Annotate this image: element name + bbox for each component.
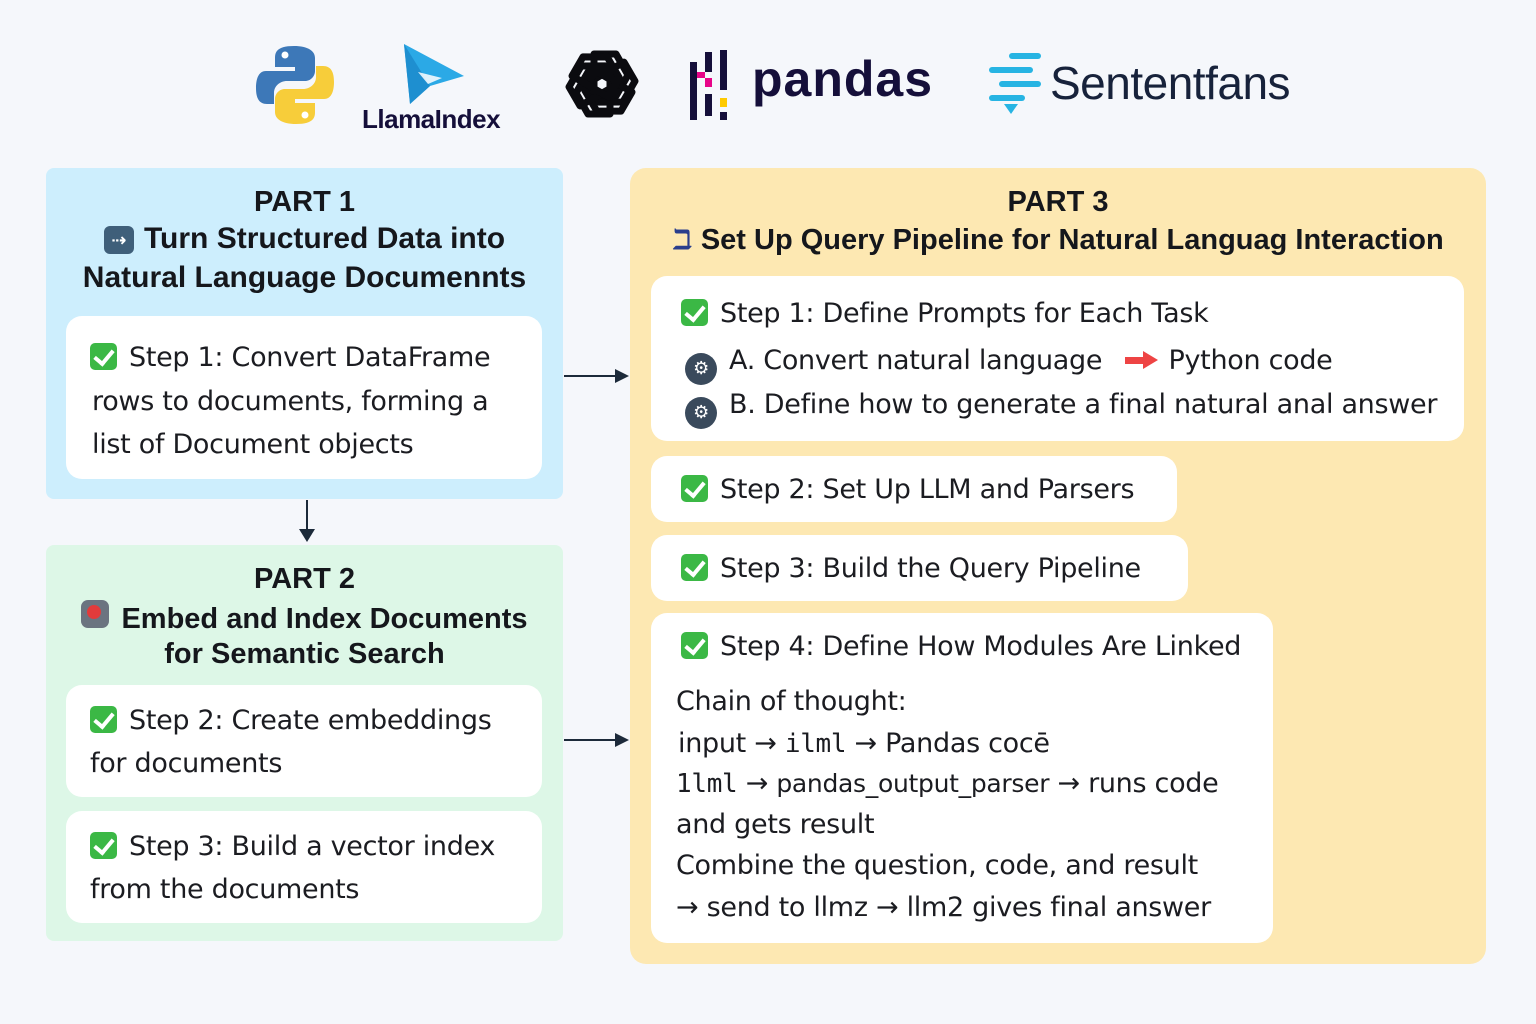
step1-line1: Step 1: Convert DataFrame (90, 342, 491, 373)
chain-heading: Chain of thought: (676, 686, 907, 717)
part2-step2-card: Step 2: Create embeddings for documents (66, 685, 542, 797)
p3-step2: Step 2: Set Up LLM and Parsers (681, 474, 1135, 505)
arrow-head-right-icon (615, 733, 629, 747)
part2-panel: PART 2 Embed and Index Documents for Sem… (46, 545, 563, 941)
check-icon (681, 475, 708, 502)
arrow-part2-to-part3 (564, 739, 618, 741)
chain-line2: 1lml → pandas_output_parser → runs code (676, 768, 1219, 799)
p3-step4-title: Step 4: Define How Modules Are Linked (681, 631, 1241, 662)
part3-step2-card: Step 2: Set Up LLM and Parsers (651, 456, 1177, 522)
part1-title-line2: Natural Language Documennts (82, 261, 527, 294)
check-icon (681, 554, 708, 581)
part2-title-line2: for Semantic Search (164, 638, 445, 670)
step2-line2: for documents (90, 748, 283, 779)
part2-heading: PART 2 (254, 563, 355, 595)
arrow-head-right-icon (615, 369, 629, 383)
part2-step3-card: Step 3: Build a vector index from the do… (66, 811, 542, 923)
sententfans-wordmark: Sententfans (1050, 57, 1291, 109)
part2-title-line1: Embed and Index Documents (46, 600, 563, 636)
red-arrow-icon (1124, 351, 1158, 369)
part3-step3-card: Step 3: Build the Query Pipeline (651, 535, 1188, 601)
brain-icon: ⚙ (685, 397, 717, 429)
p3-step1-b: ⚙B. Define how to generate a final natur… (685, 389, 1437, 429)
arrow-head-down-icon (299, 529, 315, 542)
llamaindex-logo-icon (404, 44, 464, 104)
check-icon (90, 832, 117, 859)
chain-line1: input → ilml → Pandas cocē (678, 728, 1050, 759)
step1-line3: list of Document objects (92, 429, 414, 460)
check-icon (90, 343, 117, 370)
part1-step1-card: Step 1: Convert DataFrame rows to docume… (66, 316, 542, 479)
step3-line2: from the documents (90, 874, 360, 905)
p3-step1-a: ⚙A. Convert natural language Python code (685, 345, 1333, 385)
pandas-wordmark: pandas (752, 51, 934, 107)
sententfans-logo-icon (989, 53, 1041, 114)
pipeline-icon: ℶ (672, 224, 693, 255)
part3-step1-card: Step 1: Define Prompts for Each Task ⚙A.… (651, 276, 1464, 441)
arrow-part1-to-part3 (564, 375, 618, 377)
part3-heading: PART 3 (1007, 186, 1109, 218)
llamaindex-wordmark: LlamaIndex (362, 104, 501, 134)
check-icon (90, 706, 117, 733)
part3-step4-card: Step 4: Define How Modules Are Linked Ch… (651, 613, 1273, 943)
p3-step3: Step 3: Build the Query Pipeline (681, 553, 1141, 584)
check-icon (681, 632, 708, 659)
chain-line3: and gets result (676, 809, 875, 840)
part1-title-line1: ⇢Turn Structured Data into (46, 222, 563, 256)
pandas-logo-icon (690, 50, 727, 120)
data-transform-icon: ⇢ (103, 226, 134, 254)
openai-logo-icon (565, 50, 639, 118)
brain-icon: ⚙ (685, 353, 717, 385)
python-logo-icon (256, 46, 334, 124)
step1-line2: rows to documents, forming a (92, 386, 489, 417)
step2-line1: Step 2: Create embeddings (90, 705, 492, 736)
part1-panel: PART 1 ⇢Turn Structured Data into Natura… (46, 168, 563, 499)
p3-step1-title: Step 1: Define Prompts for Each Task (681, 298, 1209, 329)
check-icon (681, 299, 708, 326)
arrow-part1-to-part2 (306, 500, 308, 530)
chain-line5: → send to llmz → llm2 gives final answer (676, 892, 1211, 923)
magnifier-icon (81, 600, 110, 628)
part1-heading: PART 1 (254, 186, 355, 218)
chain-line4: Combine the question, code, and result (676, 850, 1198, 881)
step3-line1: Step 3: Build a vector index (90, 831, 495, 862)
